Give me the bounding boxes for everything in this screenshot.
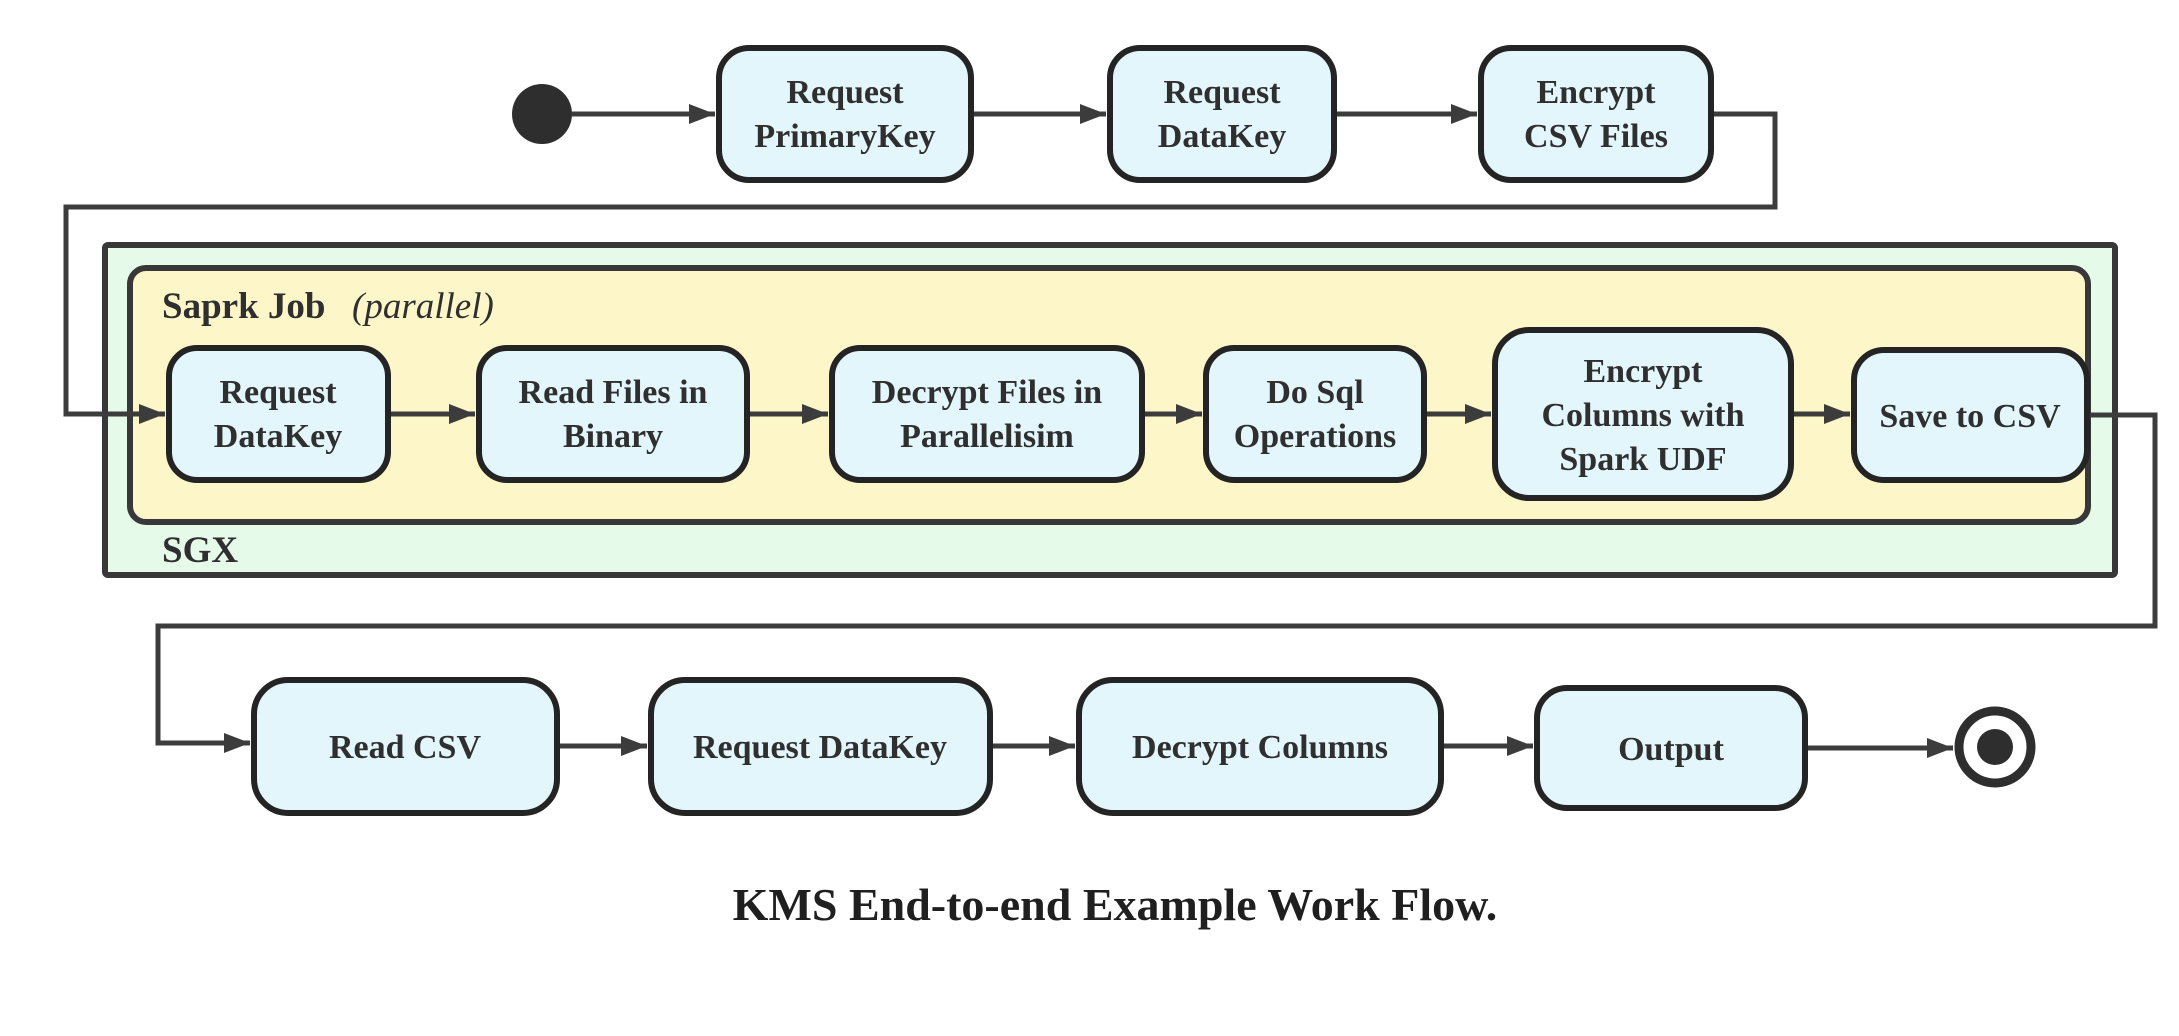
activity-request-primarykey: Request PrimaryKey [716,45,974,183]
spark-job-container-label: Saprk Job [162,286,325,327]
end-node-dot [1977,729,2013,765]
end-node-ring [1954,706,2036,788]
activity-spark-request-datakey-line1: Request [219,374,337,411]
activity-read-files-in-binary: Read Files in Binary [476,345,750,483]
activity-request-datakey-line2: DataKey [1158,118,1286,155]
activity-do-sql-operations-line2: Operations [1234,418,1396,455]
activity-do-sql-operations-line1: Do Sql [1266,374,1363,411]
diagram-caption: KMS End-to-end Example Work Flow. [733,879,1498,930]
activity-save-to-csv-box [1851,347,2090,483]
activity-decrypt-files-in-parallelisim-box [829,345,1145,483]
activity-read-files-in-binary-box [476,345,750,483]
activity-encrypt-columns-line2: Columns with [1541,397,1744,434]
activity-output-line1: Output [1618,731,1724,768]
activity-decrypt-files-in-parallelisim-line2: Parallelisim [900,418,1074,455]
activity-do-sql-operations-box [1203,345,1427,483]
edge-encrypt-csv-files-to-spark-request-datakey [63,111,1778,424]
activity-decrypt-columns-line1: Decrypt Columns [1132,729,1388,766]
activity-spark-request-datakey-line2: DataKey [214,418,342,455]
activity-bottom-request-datakey-box [648,677,993,816]
activity-decrypt-files-in-parallelisim-line1: Decrypt Files in [872,374,1102,411]
activity-encrypt-columns-with-spark-udf: Encrypt Columns with Spark UDF [1492,327,1794,501]
activity-request-datakey: Request DataKey [1107,45,1337,183]
activity-do-sql-operations: Do Sql Operations [1203,345,1427,483]
activity-encrypt-columns-with-spark-udf-box [1492,327,1794,501]
activity-request-primarykey-box [716,45,974,183]
activity-output: Output [1534,685,1808,811]
activity-read-csv-box [251,677,560,816]
activity-encrypt-csv-files: Encrypt CSV Files [1478,45,1714,183]
edge-save-to-csv-to-read-csv [155,412,2158,753]
activity-read-files-in-binary-line1: Read Files in [519,374,708,411]
activity-request-datakey-box [1107,45,1337,183]
activity-encrypt-columns-line1: Encrypt [1584,353,1704,390]
activity-encrypt-csv-files-line2: CSV Files [1524,118,1668,155]
activity-decrypt-columns-box [1076,677,1444,816]
activity-request-primarykey-line1: Request [786,74,904,111]
activity-output-box [1534,685,1808,811]
activity-encrypt-csv-files-line1: Encrypt [1537,74,1657,111]
activity-encrypt-csv-files-box [1478,45,1714,183]
spark-job-parallel-qualifier: (parallel) [352,286,494,327]
end-node [1954,706,2036,788]
activity-read-files-in-binary-line2: Binary [563,418,663,455]
activity-bottom-request-datakey-line1: Request DataKey [693,729,947,766]
sgx-container-label: SGX [162,530,238,571]
activity-encrypt-columns-line3: Spark UDF [1559,441,1726,478]
activity-bottom-request-datakey: Request DataKey [648,677,993,816]
activity-read-csv: Read CSV [251,677,560,816]
activity-spark-request-datakey: Request DataKey [166,345,391,483]
activity-save-to-csv: Save to CSV [1851,347,2090,483]
activity-save-to-csv-line1: Save to CSV [1879,398,2061,435]
activity-request-primarykey-line2: PrimaryKey [754,118,935,155]
activity-decrypt-files-in-parallelisim: Decrypt Files in Parallelisim [829,345,1145,483]
activity-decrypt-columns: Decrypt Columns [1076,677,1444,816]
start-node [512,84,572,144]
activity-spark-request-datakey-box [166,345,391,483]
activity-request-datakey-line1: Request [1163,74,1281,111]
activity-read-csv-line1: Read CSV [329,729,482,766]
